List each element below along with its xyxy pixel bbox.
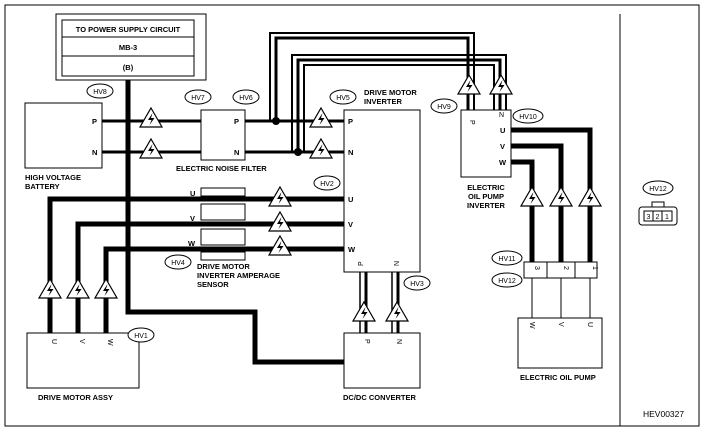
badge-hv12-lower: HV12: [498, 278, 516, 285]
hv-warning-icon: [309, 138, 333, 159]
inverter-pin-n: N: [348, 148, 353, 157]
oil-inv-pin-p: P: [468, 120, 475, 125]
inverter-box: [343, 109, 421, 273]
oil-pump-label: ELECTRIC OIL PUMP: [520, 373, 596, 382]
amp-sensor: [200, 187, 246, 261]
hv-warning-icon: [309, 107, 333, 128]
battery-label-1: HIGH VOLTAGE: [25, 173, 81, 182]
inverter-label-1: DRIVE MOTOR: [364, 88, 417, 97]
noise-filter-pin-n: N: [234, 148, 239, 157]
badge-hv4: HV4: [171, 260, 185, 267]
hv-warning-icon: [94, 278, 118, 299]
amp-sensor-pin-v: V: [190, 214, 195, 223]
battery-pin-p: P: [92, 117, 97, 126]
amp-sensor-label-3: SENSOR: [197, 280, 229, 289]
power-supply-line1: TO POWER SUPPLY CIRCUIT: [76, 25, 181, 34]
oil-inv-label-1: ELECTRIC: [467, 183, 505, 192]
inverter-pin-p: P: [348, 117, 353, 126]
hv-warning-icon: [139, 138, 163, 159]
dcdc-box: [343, 332, 421, 389]
power-supply-line2: MB-3: [119, 43, 137, 52]
badge-hv10: HV10: [519, 114, 537, 121]
connector-badges: HV8 HV7 HV6 HV5 HV9 HV10 HV2 HV4 HV3 HV1…: [86, 83, 674, 343]
badge-hv3: HV3: [410, 281, 424, 288]
battery-label-2: BATTERY: [25, 182, 60, 191]
oil-pump-inverter-box: [460, 109, 512, 178]
oil-inv-pin-v: V: [500, 142, 505, 151]
badge-hv5: HV5: [336, 95, 350, 102]
noise-filter-pin-p: P: [234, 117, 239, 126]
face-pin-3: 3: [647, 214, 651, 221]
oil-inv-label-3: INVERTER: [467, 201, 506, 210]
motor-assy-box: [26, 332, 140, 389]
connector-face-view: 3 2 1: [638, 201, 678, 226]
hv-warning-icon: [549, 186, 573, 207]
motor-assy-label: DRIVE MOTOR ASSY: [38, 393, 113, 402]
badge-hv12-right: HV12: [649, 186, 667, 193]
inverter-pin-u: U: [348, 195, 353, 204]
badge-hv8: HV8: [93, 89, 107, 96]
amp-sensor-pin-w: W: [188, 239, 196, 248]
hv-warning-icon: [268, 235, 292, 256]
inverter-label-2: INVERTER: [364, 97, 403, 106]
motor-pin-v: V: [78, 339, 85, 344]
figure-code: HEV00327: [643, 409, 684, 419]
noise-filter-box: [200, 109, 246, 161]
wires: [47, 32, 593, 365]
inverter-pin-v: V: [348, 220, 353, 229]
oil-pump-pin-u: U: [586, 322, 593, 327]
oil-conn-pin-3: 3: [533, 266, 540, 270]
outer-frame: [4, 4, 700, 427]
amp-sensor-label-1: DRIVE MOTOR: [197, 262, 250, 271]
oil-inv-pin-u: U: [500, 126, 505, 135]
oil-pump-pin-w: W: [528, 322, 535, 329]
dcdc-pin-p: P: [363, 339, 370, 344]
power-supply-box: TO POWER SUPPLY CIRCUIT MB-3 (B): [55, 13, 207, 81]
oil-inv-pin-w: W: [499, 158, 507, 167]
face-pin-2: 2: [656, 214, 660, 221]
oil-inv-label-2: OIL PUMP: [468, 192, 504, 201]
badge-hv9: HV9: [437, 104, 451, 111]
hv-warning-icon: [578, 186, 602, 207]
power-supply-line3: (B): [123, 63, 134, 72]
hv-warning-icon: [457, 74, 481, 95]
splice-p: [272, 117, 280, 125]
battery-box: [24, 102, 103, 169]
oil-conn-pin-1: 1: [591, 266, 598, 270]
motor-pin-w: W: [106, 339, 113, 346]
oil-pump-pin-v: V: [557, 322, 564, 327]
dcdc-pin-n: N: [395, 339, 402, 344]
oil-conn-pin-2: 2: [562, 266, 569, 270]
amp-sensor-pin-u: U: [190, 189, 195, 198]
badge-hv7: HV7: [191, 95, 205, 102]
hv-warning-icon: [352, 301, 376, 322]
hv-warning-icon: [66, 278, 90, 299]
hv-warning-icon: [385, 301, 409, 322]
dcdc-label: DC/DC CONVERTER: [343, 393, 417, 402]
badge-hv1: HV1: [134, 333, 148, 340]
splice-n: [294, 148, 302, 156]
badge-hv2: HV2: [320, 181, 334, 188]
hv-warning-icon: [520, 186, 544, 207]
face-pin-1: 1: [665, 214, 669, 221]
inverter-pin-n-bottom: N: [394, 261, 401, 266]
badge-hv11: HV11: [499, 256, 516, 263]
noise-filter-label: ELECTRIC NOISE FILTER: [176, 164, 267, 173]
oil-pump-box: [517, 317, 603, 369]
oil-inv-pin-n: N: [499, 112, 504, 119]
hv-warning-icon: [139, 107, 163, 128]
amp-sensor-label-2: INVERTER AMPERAGE: [197, 271, 280, 280]
inverter-pin-p-bottom: P: [358, 261, 365, 266]
badge-hv6: HV6: [239, 95, 253, 102]
inverter-pin-w: W: [348, 245, 356, 254]
hv-warning-icon: [38, 278, 62, 299]
motor-pin-u: U: [50, 339, 57, 344]
battery-pin-n: N: [92, 148, 97, 157]
oil-pump-connector: [523, 261, 598, 279]
